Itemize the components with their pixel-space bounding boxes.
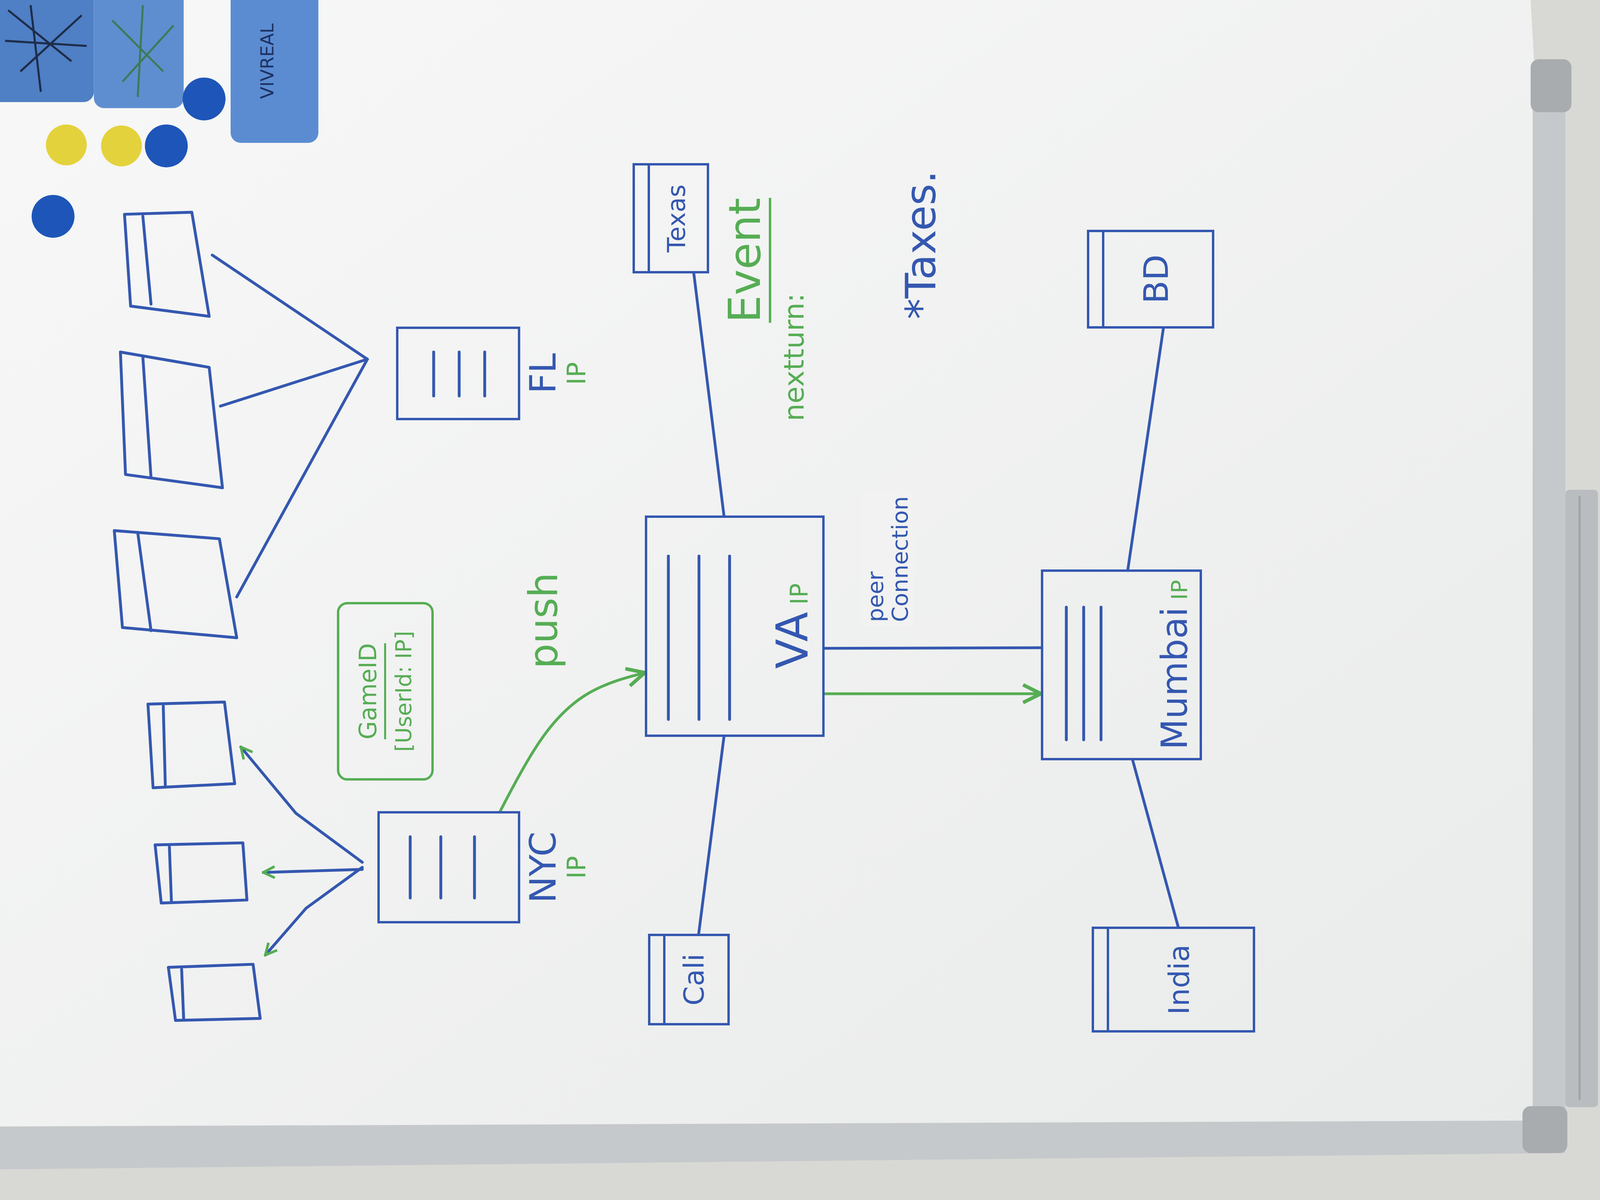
node-label: Cali: [678, 953, 710, 1006]
brand-text: VIVREAL: [257, 23, 278, 99]
label-stack: Cali: [678, 953, 710, 1006]
node-label: NYC: [523, 831, 563, 904]
database-box: BD: [1086, 229, 1215, 329]
ip-label: IP: [786, 583, 813, 605]
fanout-arrow: [263, 869, 362, 873]
label-holder: nextturn:: [778, 293, 810, 422]
label-stack: India: [1163, 944, 1195, 1015]
magnet: [31, 194, 75, 238]
edge-label-holder: push: [520, 568, 568, 673]
note-text: *Taxes.: [898, 170, 945, 320]
header-band: [1094, 928, 1110, 1031]
phone-line: [163, 705, 166, 786]
header-band: [650, 936, 666, 1024]
node-label: GameID: [354, 643, 387, 740]
board-frame: [0, 1120, 1566, 1170]
database-box: Texas: [632, 163, 710, 274]
connector: [824, 692, 1041, 696]
server-stripes: [410, 836, 475, 899]
label-holder: VIVREAL: [257, 23, 278, 99]
node-label: FL: [523, 353, 563, 394]
magnet: [182, 77, 226, 121]
note-box: GameID[UserId: IP]: [336, 601, 434, 781]
laptop-sketch: [114, 530, 237, 638]
note-heading: Event: [721, 197, 772, 323]
phone-line: [169, 846, 172, 902]
server-stripes: [433, 351, 485, 397]
edge-label: peer Connection: [861, 492, 914, 627]
eraser: [0, 0, 95, 102]
label-holder: Event: [721, 197, 772, 323]
server-stripes: [1066, 607, 1101, 740]
laptop-hinge: [142, 216, 152, 304]
server-stripes: [668, 555, 730, 720]
frame-corner: [1530, 59, 1572, 113]
region-server-box: Mumbai IP: [1040, 569, 1202, 761]
node-label: Texas: [663, 184, 691, 253]
label-row: Mumbai IP: [1154, 579, 1196, 750]
eraser: [230, 0, 319, 143]
fanout-arrow: [240, 746, 363, 863]
ip-label: IP: [562, 361, 591, 385]
edge-label-holder: peer Connection: [861, 492, 914, 627]
server-box: NYCIP: [377, 811, 521, 924]
fanout-arrow: [265, 867, 363, 956]
eraser: [94, 0, 184, 109]
phone-sketch: [168, 964, 260, 1021]
connector: [500, 672, 645, 812]
client-wire: [212, 255, 368, 360]
node-label: VA: [768, 611, 817, 669]
magnet: [101, 125, 143, 167]
client-wire: [236, 359, 368, 597]
label-stack: Texas: [663, 184, 691, 253]
connector: [698, 736, 725, 934]
laptop-sketch: [120, 351, 223, 488]
header-band: [1089, 232, 1105, 327]
pen-tray-edge: [1578, 496, 1581, 1100]
magnet: [144, 124, 188, 168]
note-text: nextturn:: [778, 293, 810, 422]
laptop-hinge: [142, 357, 152, 478]
board-frame: [1532, 63, 1566, 1151]
board-surface: [0, 0, 1535, 1129]
ip-label: IP: [562, 855, 591, 879]
edge-label: push: [520, 568, 568, 673]
header-band: [634, 165, 650, 272]
laptop-sketch: [124, 212, 210, 317]
laptop-hinge: [137, 532, 151, 631]
connector: [1127, 328, 1164, 570]
eraser-scribble: [112, 5, 174, 97]
eraser-scribble: [5, 5, 87, 93]
label-row: VA IP: [768, 583, 819, 669]
phone-sketch: [155, 842, 247, 904]
node-label: Mumbai: [1154, 607, 1195, 750]
node-label: India: [1163, 944, 1195, 1015]
magnet: [46, 124, 87, 166]
label-stack: BD: [1137, 254, 1175, 304]
caption-stack: NYCIP: [523, 831, 591, 904]
server-box: FLIP: [396, 326, 521, 421]
connector: [693, 273, 724, 516]
note-stack: GameID[UserId: IP]: [354, 630, 416, 752]
database-box: India: [1091, 926, 1255, 1033]
caption-stack: FLIP: [523, 353, 591, 394]
frame-corner: [1522, 1105, 1568, 1153]
phone-sketch: [148, 701, 235, 788]
ip-label: IP: [1167, 579, 1192, 600]
connector: [1132, 760, 1178, 927]
node-label: BD: [1137, 254, 1175, 304]
label-holder: *Taxes.: [898, 170, 945, 320]
database-box: Cali: [648, 933, 730, 1026]
connector: [824, 647, 1041, 649]
phone-line: [181, 969, 184, 1020]
ip-label: [UserId: IP]: [391, 630, 416, 752]
region-server-box: VA IP: [644, 515, 825, 737]
pen-tray: [1565, 489, 1599, 1108]
